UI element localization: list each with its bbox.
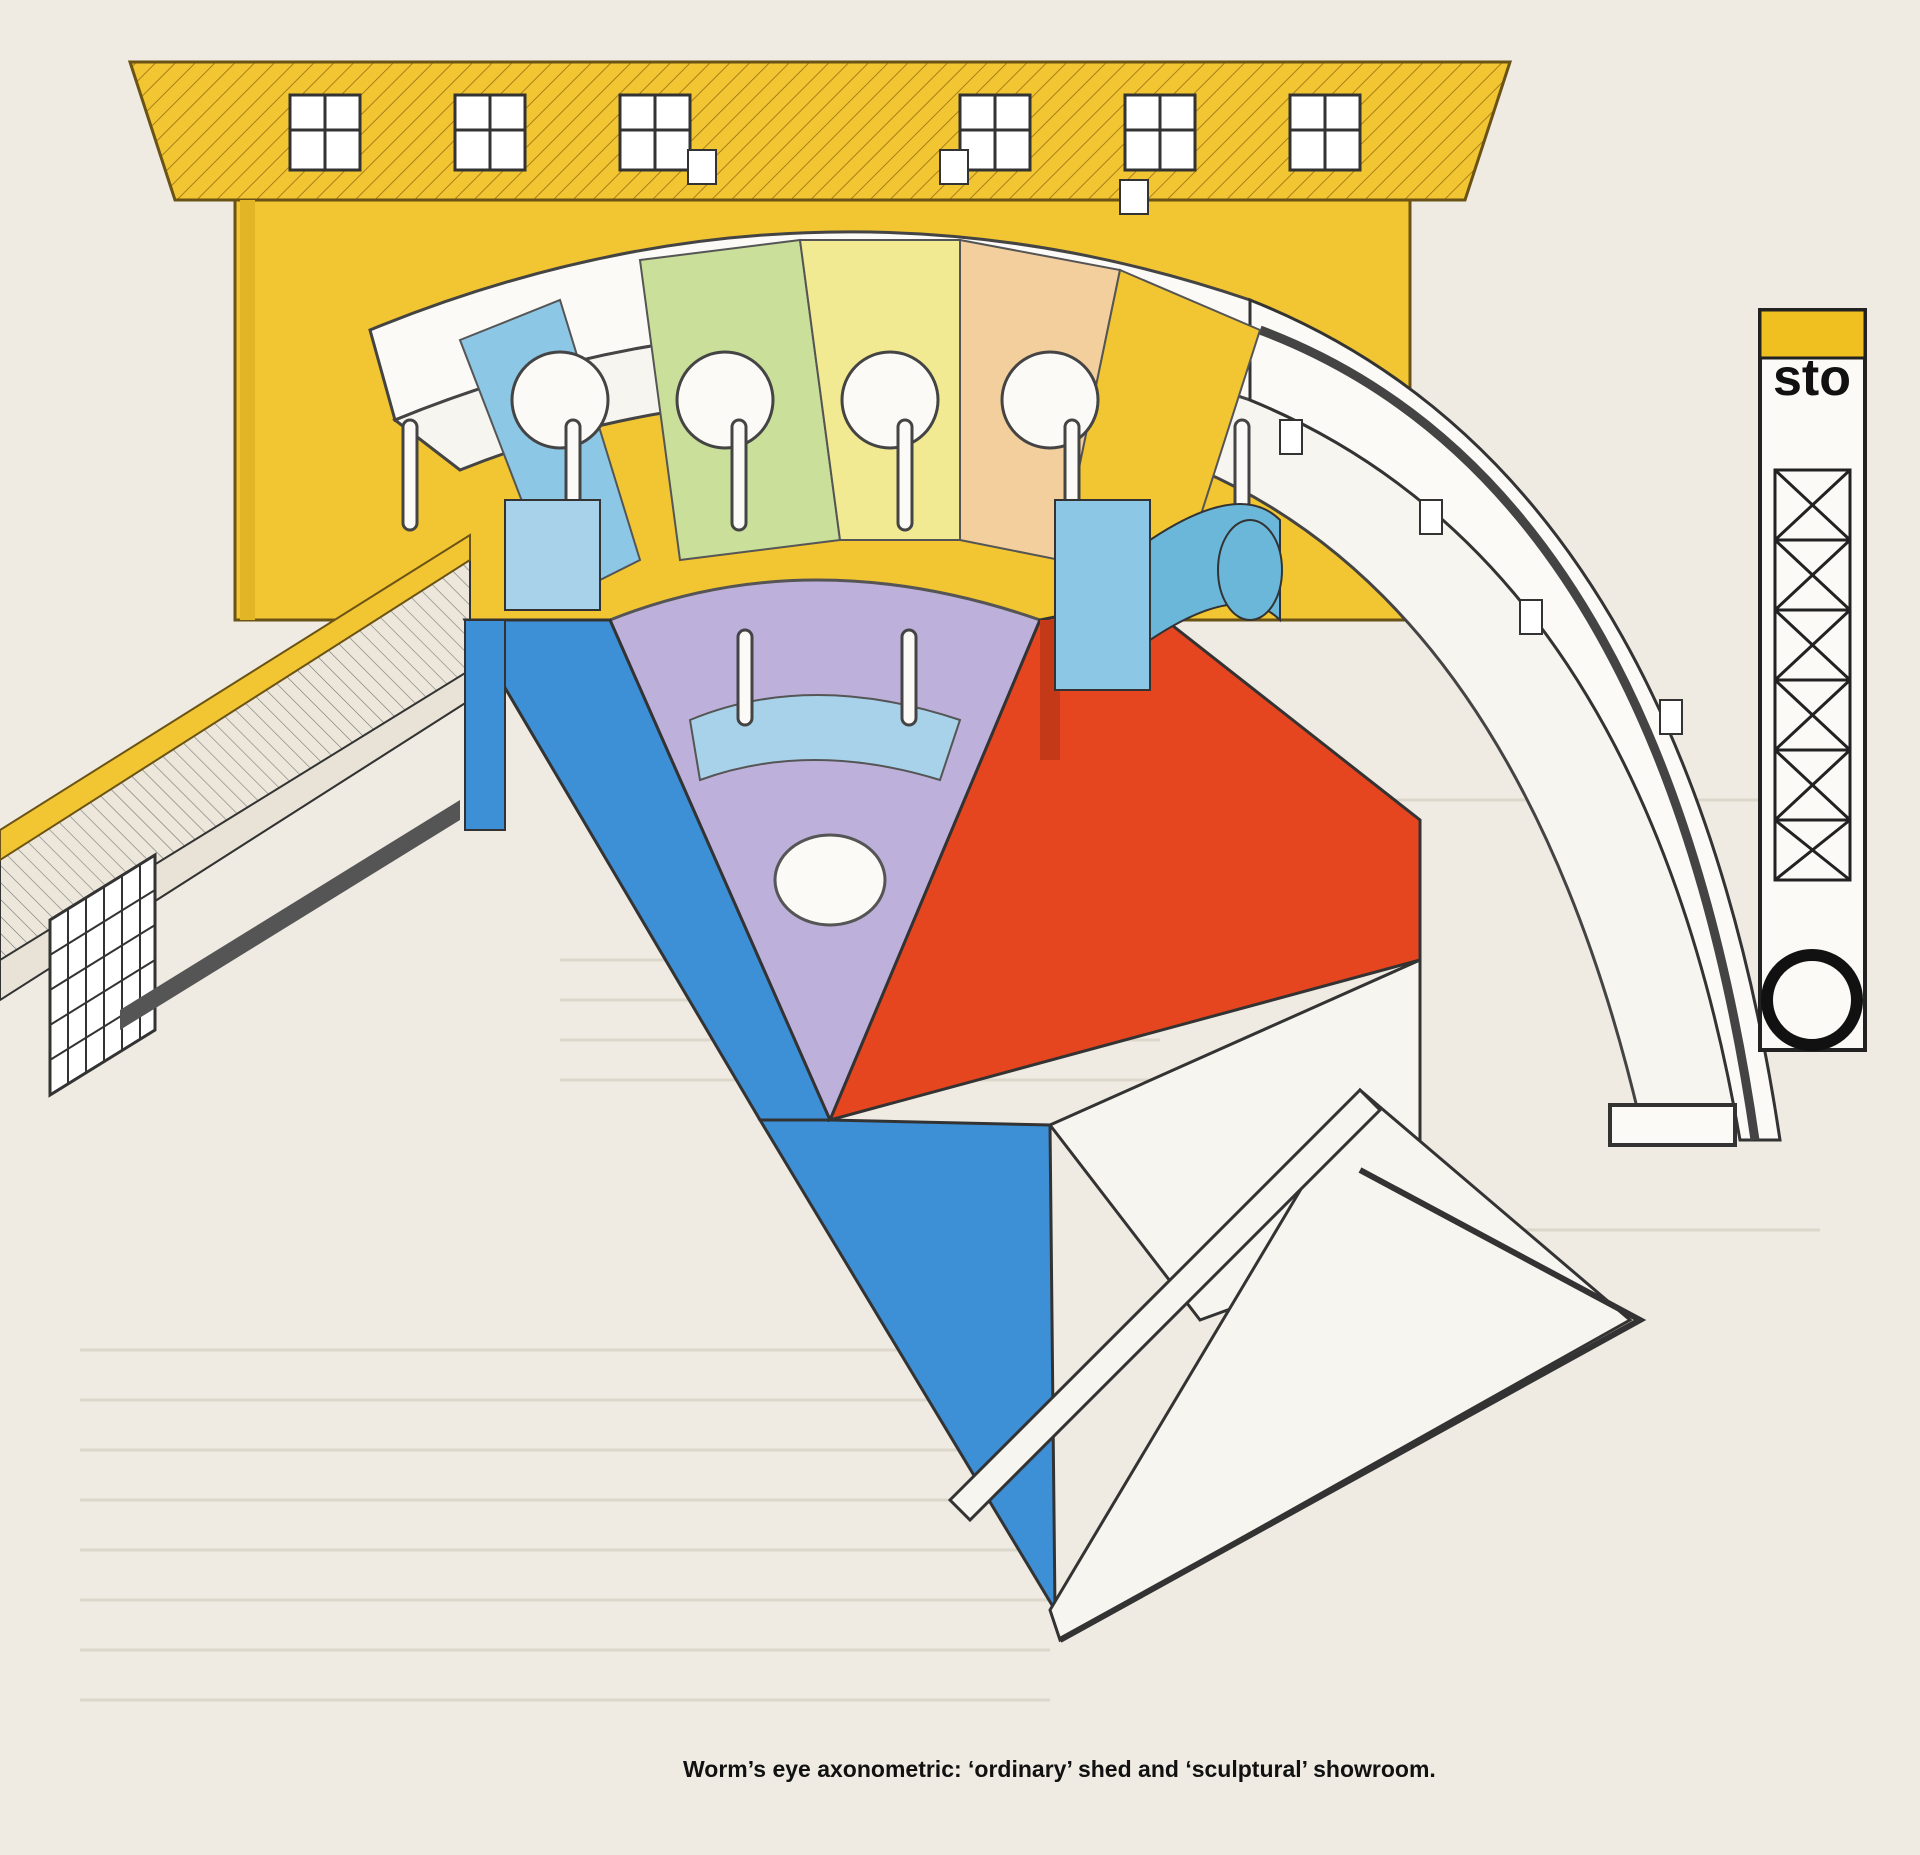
figure-caption: Worm’s eye axonometric: ‘ordinary’ shed …	[683, 1756, 1436, 1782]
lower-white-walls	[947, 957, 1647, 1643]
shed-long-side	[0, 533, 471, 1098]
shed-windows	[288, 93, 1362, 172]
lilac-core	[608, 578, 1043, 1124]
logo-sto: sto	[1773, 349, 1851, 407]
lilac-round-opening	[773, 833, 887, 927]
blue-drum	[1054, 499, 1283, 691]
sign-base-ring	[1761, 949, 1863, 1051]
sign-yellow-band	[1758, 308, 1867, 360]
sto-sign-tower: sto	[1758, 308, 1867, 1052]
showroom-sectors	[401, 238, 1262, 602]
